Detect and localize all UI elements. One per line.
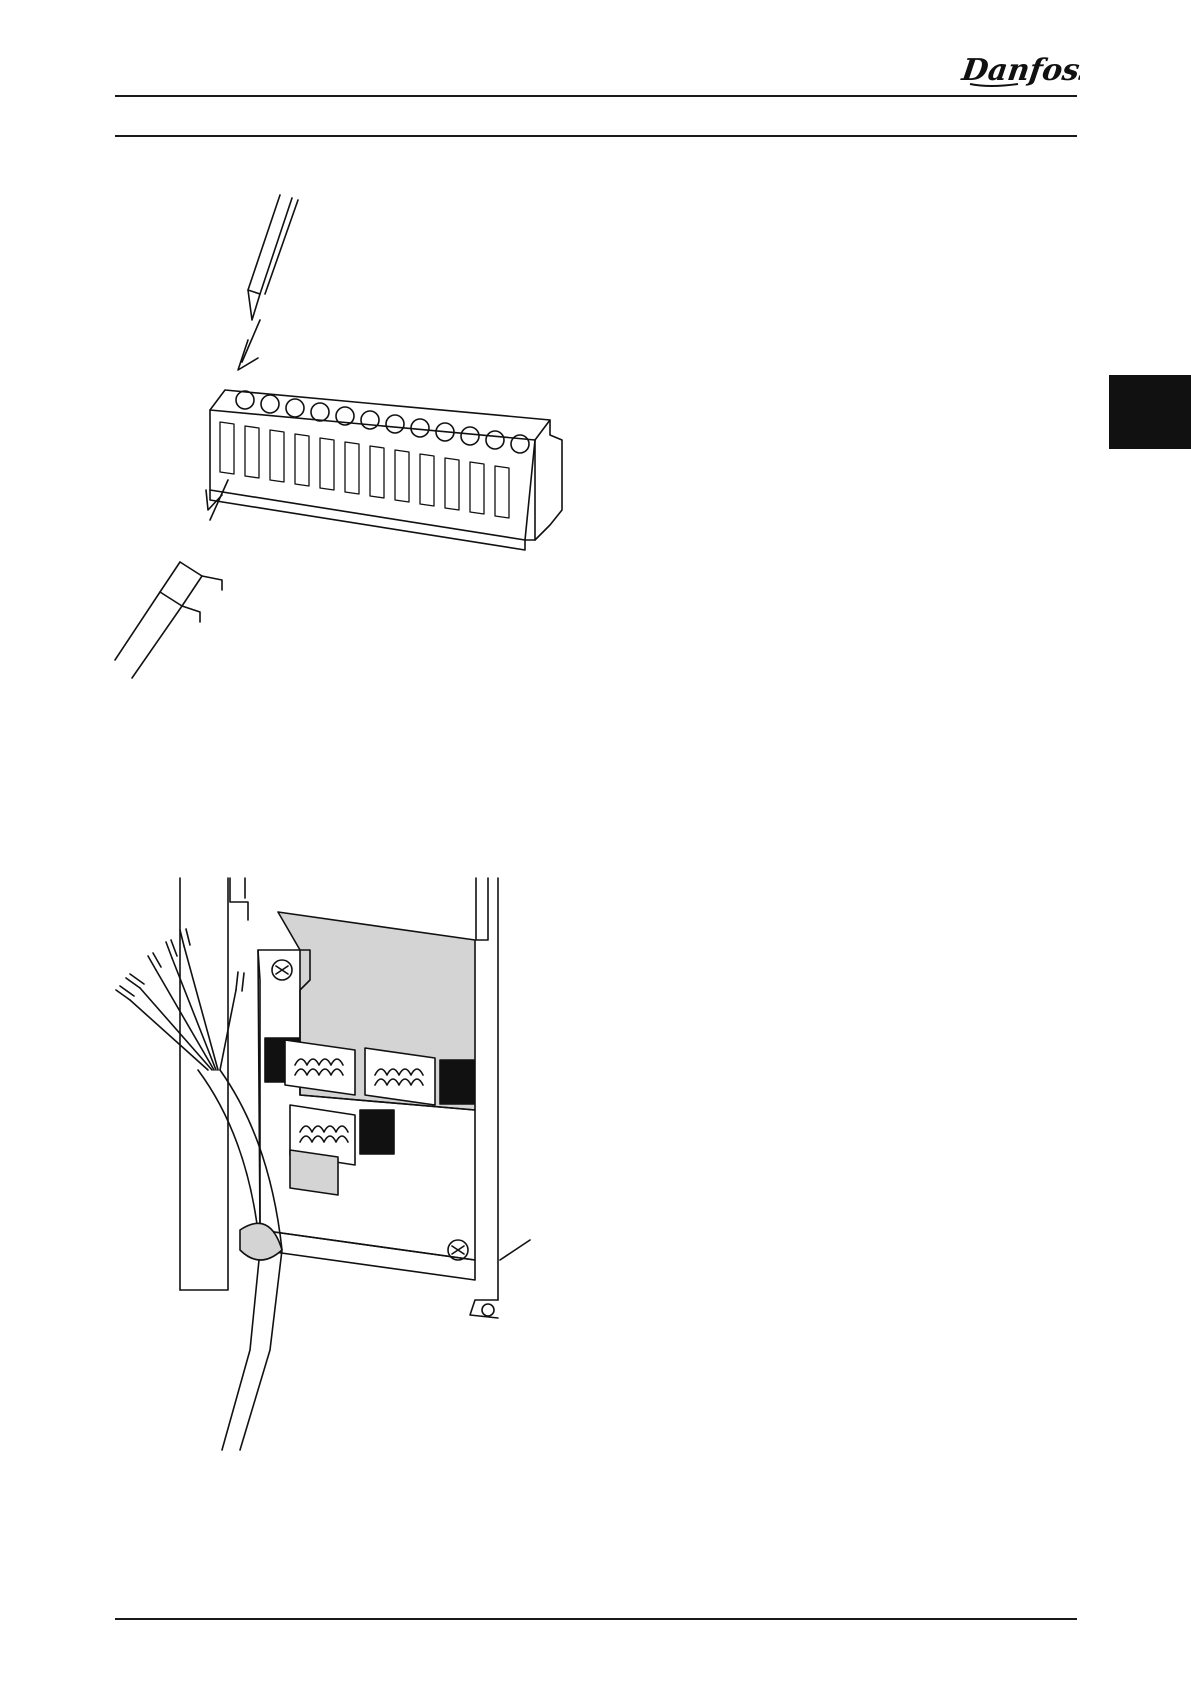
cable-icon xyxy=(116,929,282,1450)
wire-icon xyxy=(115,562,222,678)
header-rule-top xyxy=(115,95,1077,97)
spring-clamp-icon xyxy=(285,1040,355,1095)
cable-clamp-screen-termination-illustration xyxy=(110,870,580,1460)
danfoss-logo: Danfoss xyxy=(960,44,1080,94)
footer-rule xyxy=(115,1618,1077,1620)
chapter-tab-marker xyxy=(1109,375,1191,449)
spring-clamp-icon xyxy=(365,1048,435,1105)
svg-text:Danfoss: Danfoss xyxy=(960,53,1080,88)
terminal-block-wiring-illustration xyxy=(110,190,580,680)
terminal-block-icon xyxy=(210,390,562,550)
screwdriver-icon xyxy=(248,195,298,320)
header-rule-bottom xyxy=(115,135,1077,137)
